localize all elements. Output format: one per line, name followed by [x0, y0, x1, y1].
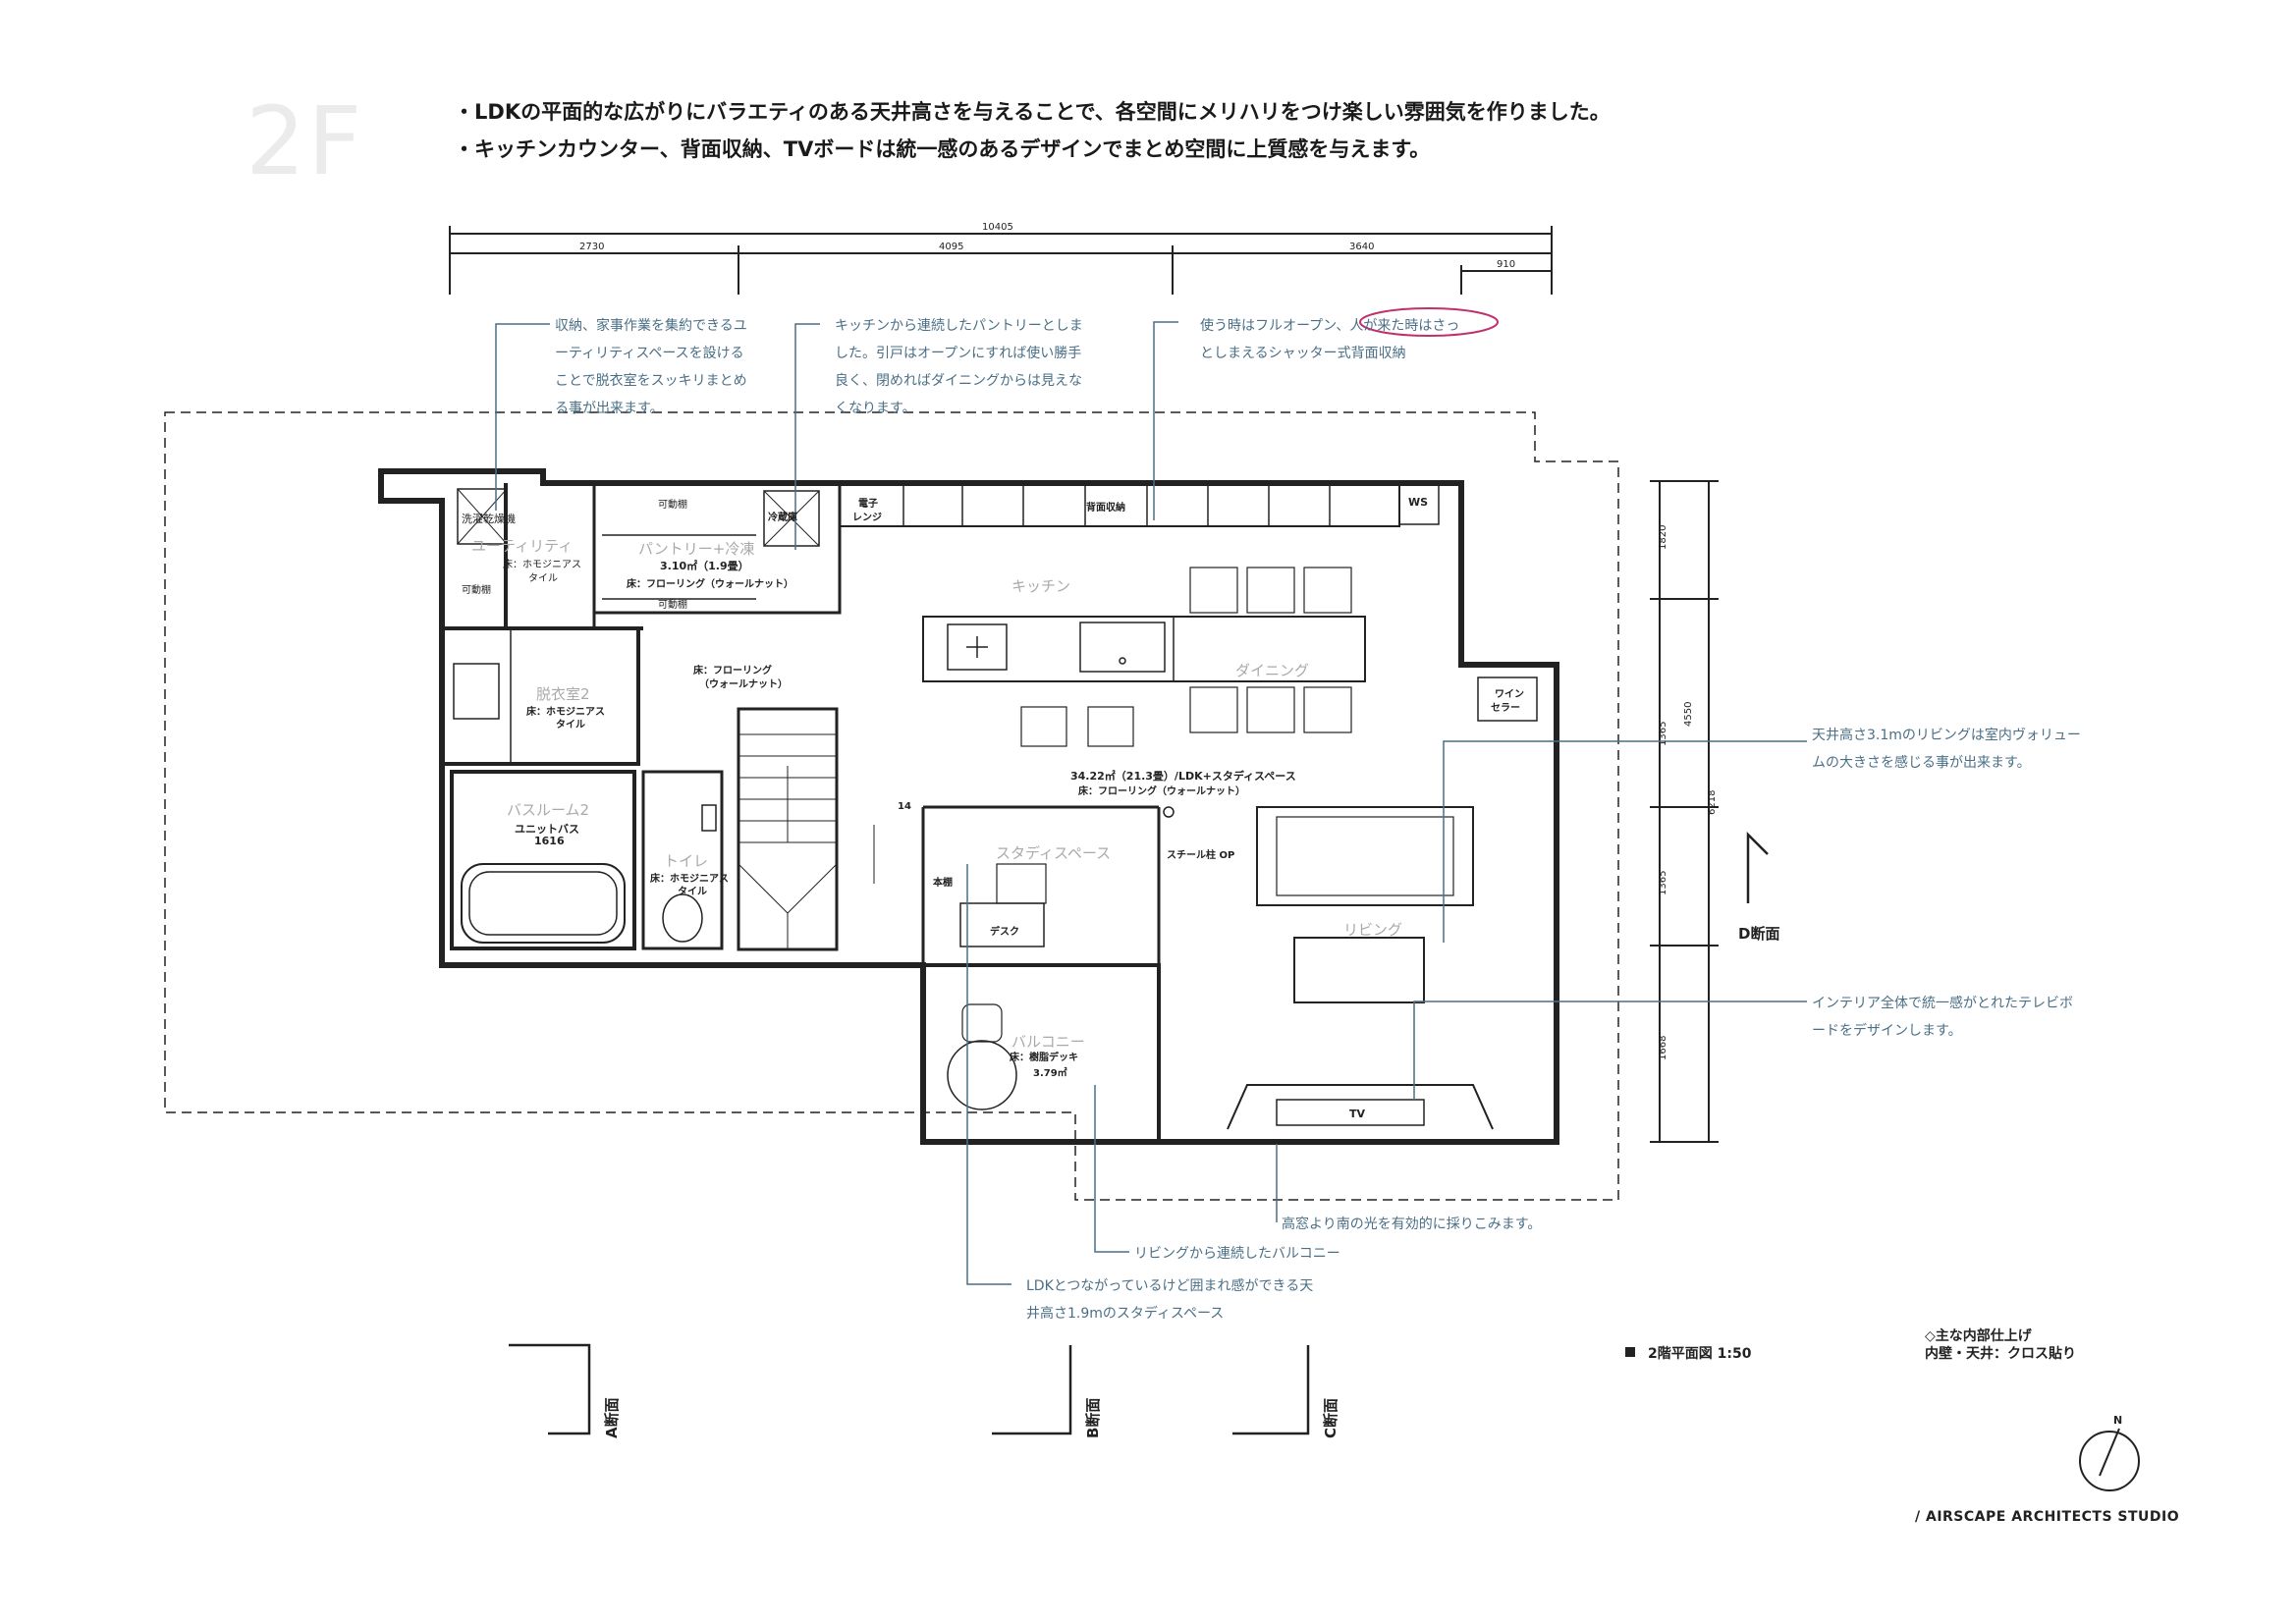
sofa [1256, 806, 1474, 906]
note-pantry: キッチンから連続したパントリーとしました。引戸はオープンにすれば使い勝手良く、閉… [835, 318, 1083, 416]
label-ldk-floor: 床：フローリング（ウォールナット） [1078, 786, 1245, 797]
label-toilet: トイレ [664, 852, 709, 870]
label-shelf-utility: 可動棚 [462, 585, 491, 596]
compass [2079, 1431, 2140, 1491]
label-bath-unit-1: ユニットバス [515, 823, 579, 836]
dim-v1: 1820 [1658, 524, 1668, 550]
label-ldk-area: 34.22㎡（21.3畳）/LDK+スタディスペース [1070, 770, 1296, 783]
label-utility-floor-2: タイル [528, 573, 558, 584]
label-dressing-floor-2: タイル [556, 720, 585, 730]
label-steel-column: スチール柱 OP [1167, 850, 1235, 861]
label-tv: TV [1349, 1108, 1366, 1120]
kitchen-island [922, 616, 1366, 682]
note-study: LDKとつながっているけど囲まれ感ができる天井高さ1.9mのスタディスペース [1026, 1278, 1314, 1322]
label-hall-floor-2: （ウォールナット） [699, 679, 788, 690]
label-range-1: 電子 [858, 499, 878, 510]
note-storage: 使う時はフルオープン、人が来た時はさっとしまえるシャッター式背面収納 [1200, 318, 1460, 361]
label-bookshelf: 本棚 [933, 878, 953, 889]
label-hall-floor-1: 床：フローリング [693, 666, 772, 676]
leader-lines [495, 321, 1807, 1285]
section-a: A断面 [603, 1397, 621, 1438]
label-shelf-pantry-bottom: 可動棚 [658, 600, 687, 611]
design-note-1: ・LDKの平面的な広がりにバラエティのある天井高さを与えることで、各空間にメリハ… [454, 100, 1611, 124]
label-stair-count: 14 [898, 801, 911, 812]
label-range-2: レンジ [852, 513, 882, 523]
label-toilet-floor-1: 床：ホモジニアス [650, 874, 729, 885]
dim-v4: 1365 [1658, 870, 1668, 895]
label-bath-unit-2: 1616 [534, 835, 565, 847]
label-utility: ユーティリティ [471, 537, 574, 555]
dim-v5: 6218 [1707, 789, 1718, 815]
design-note-2: ・キッチンカウンター、背面収納、TVボードは統一感のあるデザインでまとめ空間に上… [454, 137, 1431, 161]
label-ws: WS [1408, 496, 1429, 509]
section-b: B断面 [1084, 1397, 1102, 1438]
dim-v3: 1365 [1658, 721, 1668, 746]
note-window: 高窓より南の光を有効的に採りこみます。 [1282, 1217, 1542, 1232]
label-living: リビング [1343, 921, 1403, 939]
label-laundry: 洗濯乾燥機 [462, 513, 516, 525]
label-shelf-pantry-top: 可動棚 [658, 500, 687, 511]
label-pantry-area: 3.10㎡（1.9畳） [660, 560, 749, 572]
label-pantry: パントリー+冷凍 [638, 540, 755, 558]
balcony-wall [921, 963, 1161, 1144]
section-d: D断面 [1738, 925, 1780, 943]
label-kitchen: キッチン [1011, 577, 1071, 595]
label-fridge: 冷蔵庫 [768, 513, 797, 523]
label-bath: バスルーム2 [507, 801, 590, 819]
label-toilet-floor-2: タイル [678, 887, 707, 897]
dim-v2: 4550 [1683, 701, 1694, 727]
compass-label: N [2113, 1414, 2123, 1427]
finish-title: ◇主な内部仕上げ [1925, 1328, 2032, 1344]
label-wine-1: ワイン [1495, 689, 1524, 700]
label-study: スタディスペース [996, 844, 1112, 862]
section-markers [509, 831, 1769, 1435]
dim-2: 4095 [939, 242, 964, 252]
label-dressing-floor-1: 床：ホモジニアス [526, 707, 605, 718]
drawing-scale: 2階平面図 1:50 [1648, 1346, 1752, 1362]
section-c: C断面 [1322, 1397, 1339, 1438]
label-dining: ダイニング [1235, 662, 1310, 679]
label-utility-floor-1: 床：ホモジニアス [503, 560, 581, 570]
dim-v6: 1668 [1658, 1035, 1668, 1060]
note-utility: 収納、家事作業を集約できるユーティリティスペースを設けることで脱衣室をスッキリま… [555, 318, 747, 416]
studio-name: / AIRSCAPE ARCHITECTS STUDIO [1915, 1509, 2180, 1525]
dim-4: 910 [1497, 259, 1516, 270]
label-dressing: 脱衣室2 [536, 685, 590, 703]
site-outline [164, 411, 1619, 1201]
label-wine-2: セラー [1491, 703, 1520, 714]
label-balcony: バルコニー [1011, 1033, 1085, 1051]
label-pantry-floor: 床：フローリング（ウォールナット） [627, 579, 793, 590]
dim-total: 10405 [982, 222, 1013, 233]
note-balcony: リビングから連続したバルコニー [1134, 1246, 1340, 1262]
note-tvboard: インテリア全体で統一感がとれたテレビボードをデザインします。 [1812, 996, 2073, 1039]
label-desk: デスク [990, 927, 1019, 938]
dim-1: 2730 [579, 242, 605, 252]
dim-3: 3640 [1349, 242, 1375, 252]
note-living-ceiling: 天井高さ3.1mのリビングは室内ヴォリュームの大きさを感じる事が出来ます。 [1812, 728, 2081, 771]
label-back-storage: 背面収納 [1086, 503, 1125, 514]
label-balcony-area: 3.79㎡ [1033, 1068, 1067, 1079]
floor-label: 2F [246, 86, 364, 196]
label-balcony-floor: 床：樹脂デッキ [1010, 1053, 1078, 1063]
finish-body: 内壁・天井：クロス貼り [1925, 1346, 2076, 1362]
coffee-table [1293, 937, 1425, 1003]
annotation-highlight [1359, 307, 1499, 337]
